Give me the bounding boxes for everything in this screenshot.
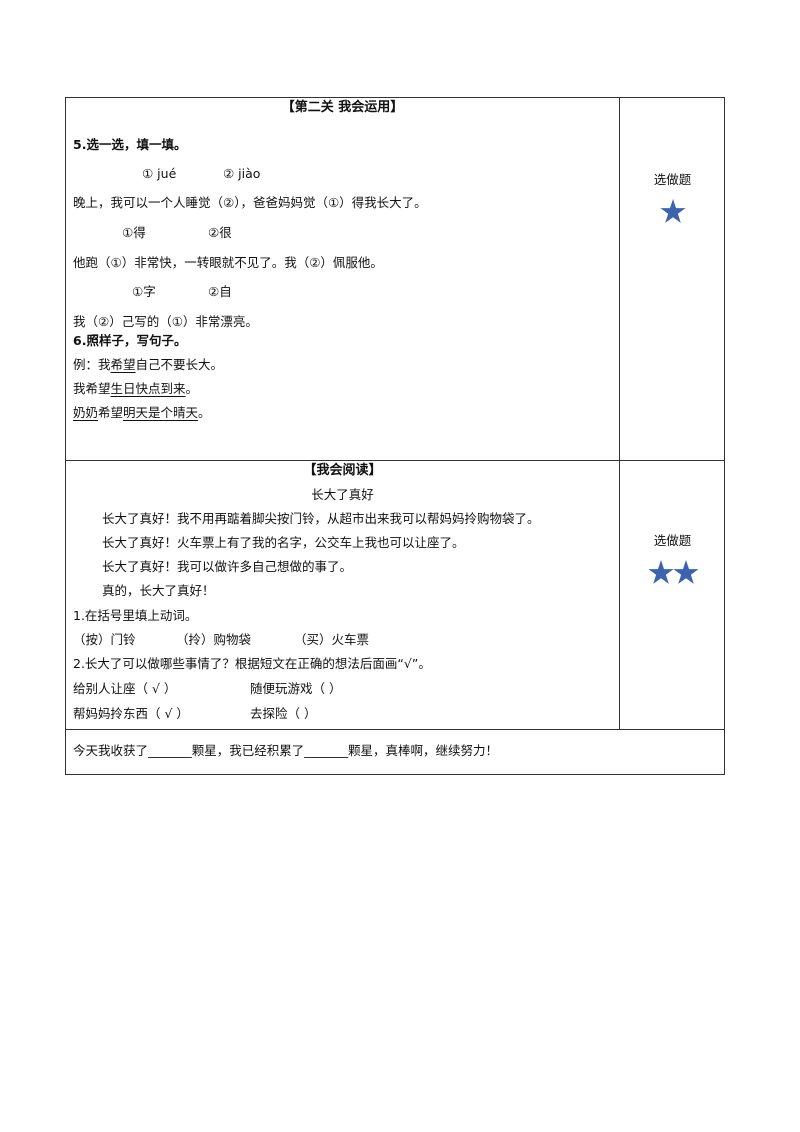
reading-title: 【我会阅读】 <box>303 463 382 478</box>
reading-answer-1c: （买）火车票 <box>294 632 370 647</box>
option-1: ① jué <box>142 166 177 181</box>
reading-answer-2d: 去探险（ ） <box>250 706 317 721</box>
reading-question-1: 1.在括号里填上动词。 <box>73 608 198 623</box>
answer-sentence-2: 奶奶希望明天是个晴天。 <box>73 405 211 420</box>
question-6-heading: 6.照样子，写句子。 <box>73 333 187 348</box>
question-5-heading: 5.选一选，填一填。 <box>73 137 187 152</box>
story-paragraph-3: 长大了真好！我可以做许多自己想做的事了。 <box>102 559 353 574</box>
story-paragraph-2: 长大了真好！火车票上有了我的名字，公交车上我也可以让座了。 <box>102 535 465 550</box>
example-sentence: 例：我希望自己不要长大。 <box>73 357 224 372</box>
reading-answer-2a: 给别人让座（ √ ） <box>73 681 177 696</box>
optional-label-2: 选做题 <box>653 533 692 548</box>
row-divider-1 <box>66 460 724 461</box>
column-divider <box>619 98 620 730</box>
reading-answer-2b: 随便玩游戏（ ） <box>250 681 342 696</box>
question-5-line-3: 我（②）己写的（①）非常漂亮。 <box>73 314 258 329</box>
story-paragraph-4: 真的，长大了真好！ <box>102 583 215 598</box>
option-2: ② jiào <box>223 166 261 181</box>
worksheet-table: 【第二关 我会运用】 5.选一选，填一填。 ① jué ② jiào 晚上，我可… <box>65 97 725 775</box>
star-icon <box>648 560 674 584</box>
reading-answer-1a: （按）门铃 <box>73 632 136 647</box>
answer-sentence-1: 我希望生日快点到来。 <box>73 381 199 396</box>
question-5-line-2: 他跑（①）非常快，一转眼就不见了。我（②）佩服他。 <box>73 255 383 270</box>
option-6: ②自 <box>208 284 232 299</box>
story-paragraph-1: 长大了真好！我不用再踮着脚尖按门铃，从超市出来我可以帮妈妈拎购物袋了。 <box>102 511 540 526</box>
story-title: 长大了真好 <box>311 487 374 502</box>
reading-answer-1b: （拎）购物袋 <box>176 632 252 647</box>
star-icon <box>660 199 686 223</box>
reading-question-2: 2.长大了可以做哪些事情了？根据短文在正确的想法后面画“√”。 <box>73 656 431 671</box>
question-5-line-1: 晚上，我可以一个人睡觉（②），爸爸妈妈觉（①）得我长大了。 <box>73 195 427 210</box>
footer-summary: 今天我收获了_______颗星，我已经积累了_______颗星，真棒啊，继续努力… <box>73 743 499 758</box>
optional-label-1: 选做题 <box>653 172 692 187</box>
section-title: 【第二关 我会运用】 <box>281 100 404 115</box>
option-3: ①得 <box>122 225 146 240</box>
star-icon <box>673 560 699 584</box>
reading-answer-2c: 帮妈妈拎东西（ √ ） <box>73 706 189 721</box>
row-divider-2 <box>66 729 724 730</box>
option-4: ②很 <box>208 225 232 240</box>
option-5: ①字 <box>132 284 156 299</box>
